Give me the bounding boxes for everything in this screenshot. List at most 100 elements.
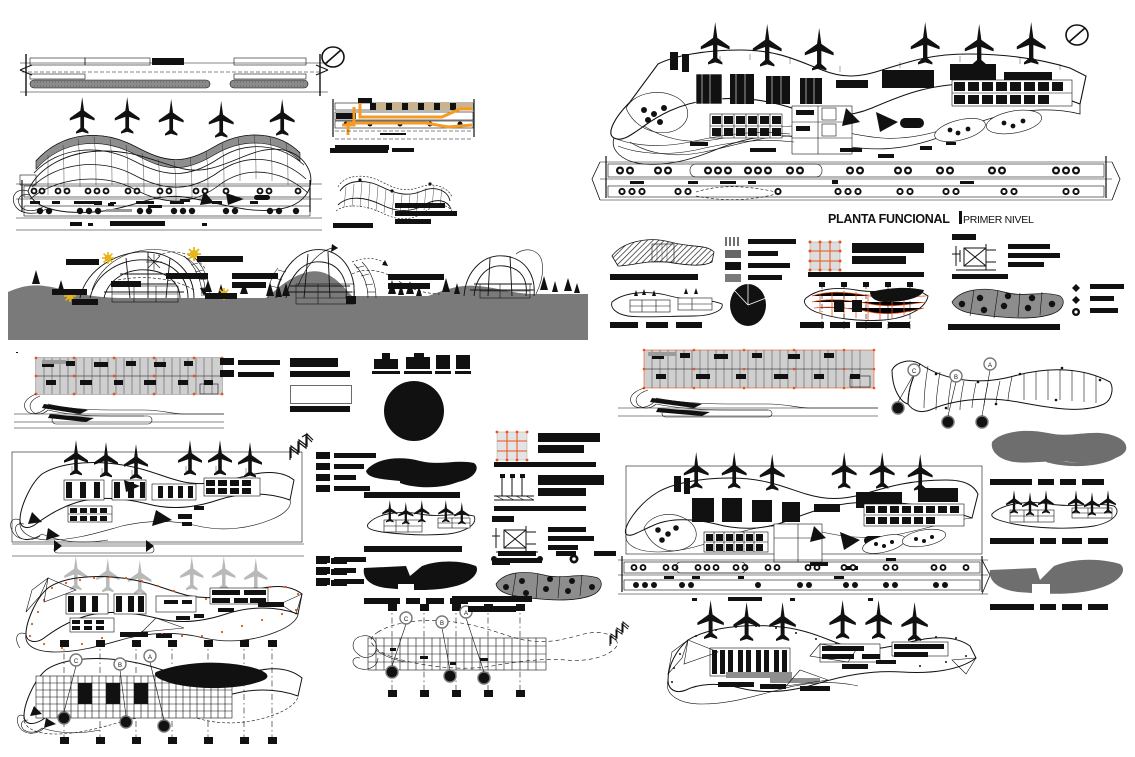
roof-structure-plan <box>8 95 318 225</box>
redaction-bar <box>426 598 444 604</box>
legend-block-upper-left <box>220 358 234 382</box>
redaction-bar <box>610 322 638 328</box>
redaction-bar <box>748 239 796 244</box>
structural-grid-plan-mid: C B A <box>350 600 620 708</box>
roof-framing-plan: C B A <box>886 352 1120 430</box>
legend-swatches-mid-left <box>316 452 330 494</box>
redaction-bar <box>197 256 243 262</box>
redaction-bar <box>388 274 444 280</box>
redaction-bar <box>364 492 460 498</box>
redaction-bar <box>452 596 532 602</box>
redaction-bar <box>52 289 87 295</box>
redaction-bar <box>494 506 586 511</box>
redaction-bar <box>1082 479 1104 485</box>
redaction-bar <box>952 234 976 240</box>
redaction-bar <box>1090 296 1114 301</box>
redaction-bar <box>548 536 594 541</box>
redaction-bar <box>334 579 364 584</box>
redaction-bar <box>406 598 420 604</box>
page-title: PLANTA FUNCIONAL <box>828 212 950 226</box>
section-thumbnail <box>608 284 728 324</box>
redaction-bar <box>830 322 850 328</box>
redaction-bar <box>238 360 280 365</box>
airplane-plan-symbol <box>700 22 1046 71</box>
svg-text:B: B <box>440 621 444 627</box>
redaction-bar <box>468 606 516 612</box>
svg-text:C: C <box>404 617 409 623</box>
redaction-bar <box>205 293 237 299</box>
structural-grid-plan: C B A <box>16 640 316 750</box>
hatched-massing-diagram <box>608 234 718 272</box>
redaction-bar <box>990 479 1032 485</box>
redaction-bar <box>676 322 702 328</box>
redaction-bar <box>1038 479 1054 485</box>
redaction-bar <box>1060 479 1076 485</box>
redaction-bar <box>888 322 910 328</box>
svg-text:A: A <box>988 363 992 369</box>
solid-circle-graphic <box>383 380 445 442</box>
redaction-bar <box>334 557 366 562</box>
bioclimatic-site-section <box>8 240 588 340</box>
redaction-bar <box>498 551 536 556</box>
solid-pie-diagram <box>726 282 770 328</box>
redaction-bar <box>395 219 431 224</box>
redaction-bar <box>548 527 586 532</box>
redaction-bar <box>538 475 604 485</box>
redaction-bar <box>494 558 542 563</box>
redaction-bar <box>748 275 782 280</box>
redaction-bar <box>594 551 616 556</box>
redaction-bar <box>646 322 668 328</box>
redaction-bar <box>948 324 1060 330</box>
redaction-bar <box>556 551 576 556</box>
north-arrow-circle-slash <box>318 42 348 72</box>
freehand-roof-sketch <box>330 165 460 227</box>
redaction-bar <box>1088 538 1108 544</box>
redaction-bar <box>330 148 388 153</box>
connection-detail-diagram-2 <box>492 522 544 560</box>
massing-silhouette-mid2 <box>362 558 480 594</box>
svg-text:A: A <box>464 611 468 617</box>
svg-text:B: B <box>954 375 958 381</box>
redaction-bar <box>1040 604 1056 610</box>
blob-legend-row <box>490 554 610 564</box>
redaction-bar <box>852 243 924 253</box>
column-support-detail <box>492 472 536 508</box>
redaction-bar <box>538 433 600 442</box>
redaction-bar <box>1008 253 1060 258</box>
redaction-bar <box>388 283 430 289</box>
redaction-bar <box>334 464 364 469</box>
circulation-flow-detail <box>330 95 478 155</box>
redaction-bar <box>538 488 586 496</box>
redaction-bar <box>1008 244 1050 249</box>
redaction-bar <box>392 148 414 152</box>
page-subtitle: PRIMER NIVEL <box>963 214 1034 226</box>
redaction-bar <box>990 538 1034 544</box>
redaction-bar <box>610 274 698 280</box>
north-arrow-zigzag-small <box>608 620 632 648</box>
svg-text:B: B <box>118 663 122 669</box>
redaction-bar <box>1008 262 1044 267</box>
redaction-bar <box>333 223 373 228</box>
access-road-section <box>12 52 342 114</box>
massing-silhouette-lower <box>988 558 1130 600</box>
structural-grid-mini <box>806 238 846 276</box>
redaction-bar <box>290 371 350 377</box>
spacer <box>16 352 18 353</box>
redaction-bar <box>334 475 356 480</box>
svg-text:C: C <box>74 659 79 665</box>
segundo-nivel-plan-red <box>14 556 314 656</box>
redaction-bar <box>334 486 370 491</box>
longitudinal-section <box>14 356 224 431</box>
zoning-blob-diagram <box>948 284 1068 324</box>
pylon-icon-row <box>372 353 472 375</box>
redaction-bar <box>492 516 514 522</box>
redaction-bar <box>856 322 882 328</box>
structural-grid-mini-2 <box>492 428 534 466</box>
redaction-bar <box>494 462 596 467</box>
redaction-bar <box>166 273 208 279</box>
redaction-bar <box>238 372 274 377</box>
redaction-bar <box>538 445 584 453</box>
redaction-bar <box>72 299 98 305</box>
blob-legend-markers <box>1072 282 1086 318</box>
